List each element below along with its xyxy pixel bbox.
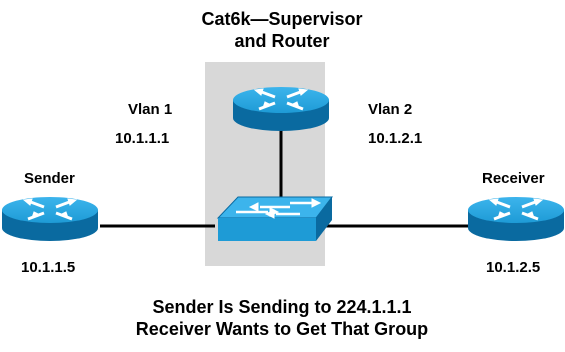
diagram-caption: Sender Is Sending to 224.1.1.1 Receiver …: [82, 296, 482, 340]
router-icon: [233, 87, 329, 131]
sender-ip-label: 10.1.1.5: [21, 259, 76, 276]
vlan1-ip-label: 10.1.1.1: [115, 130, 170, 147]
title-line-2: and Router: [234, 31, 330, 51]
vlan2-label: Vlan 2: [368, 101, 413, 118]
diagram-title: Cat6k—Supervisor and Router: [182, 8, 382, 52]
sender-label: Sender: [24, 170, 75, 187]
receiver-ip-label: 10.1.2.5: [486, 259, 541, 276]
receiver-label: Receiver: [482, 170, 545, 187]
vlan1-label: Vlan 1: [128, 101, 173, 118]
caption-line-1: Sender Is Sending to 224.1.1.1: [152, 297, 412, 317]
title-line-1: Cat6k—Supervisor: [201, 9, 363, 29]
router-icon: [468, 197, 564, 241]
caption-line-2: Receiver Wants to Get That Group: [135, 319, 429, 339]
vlan2-ip-label: 10.1.2.1: [368, 130, 423, 147]
router-icon: [2, 197, 98, 241]
switch-icon: [216, 196, 334, 241]
